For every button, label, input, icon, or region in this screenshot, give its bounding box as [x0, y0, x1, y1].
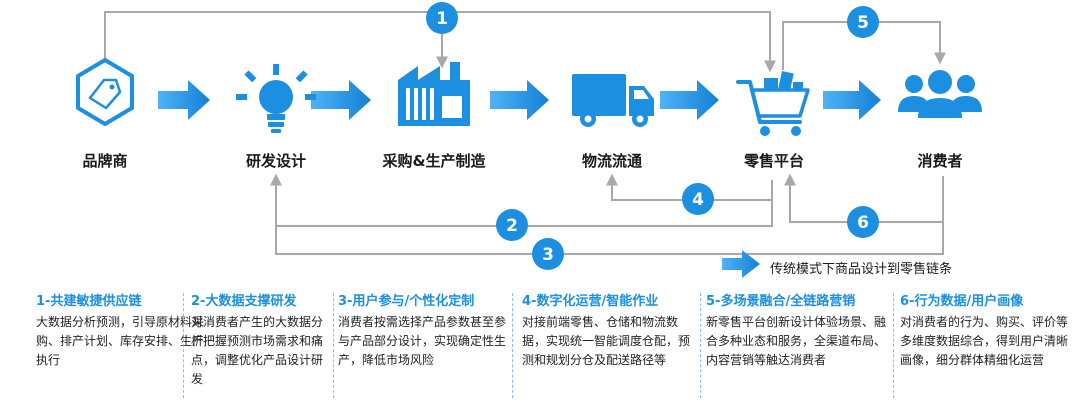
column-6: 6-行为数据/用户画像 对消费者的行为、购买、评价等多维度数据综合，得到用户清晰… [900, 290, 1072, 370]
badge-6: 6 [847, 206, 879, 238]
column-divider [512, 293, 513, 398]
flow-arrow-2 [311, 80, 371, 120]
svg-text:2: 2 [506, 216, 518, 236]
badge-1: 1 [426, 2, 458, 34]
column-desc: 大数据分析预测，引导原材料采购、排产计划、库存安排、生产执行 [36, 315, 205, 367]
connector-3 [275, 176, 944, 255]
svg-text:5: 5 [857, 13, 869, 33]
column-3: 3-用户参与/个性化定制 消费者按需选择产品参数甚至参与产品部分设计，实现确定性… [338, 290, 508, 370]
badge-2: 2 [496, 209, 528, 241]
shopping-cart-icon [736, 70, 810, 136]
column-divider [333, 293, 334, 398]
lightbulb-icon [236, 64, 316, 133]
column-title: 1-共建敏捷供应链 [36, 294, 142, 309]
column-title: 5-多场景融合/全链路营销 [706, 294, 856, 309]
flow-arrow-4 [660, 80, 719, 120]
column-title: 2-大数据支撑研发 [191, 294, 297, 309]
flow-arrow-5 [823, 80, 881, 120]
svg-text:4: 4 [692, 190, 704, 210]
node-label-consumer: 消费者 [917, 152, 963, 170]
column-desc: 对消费者产生的大数据分析把握预测市场需求和痛点，调整优化产品设计研发 [191, 315, 324, 386]
truck-icon [572, 74, 654, 127]
column-divider [893, 293, 894, 398]
svg-text:3: 3 [542, 245, 554, 265]
column-4: 4-数字化运营/智能作业 对接前端零售、仓储和物流数据，实现统一智能调度仓配，预… [522, 290, 694, 370]
column-title: 4-数字化运营/智能作业 [522, 294, 659, 309]
column-5: 5-多场景融合/全链路营销 新零售平台创新设计体验场景、融合多种业态和服务，全渠… [706, 290, 888, 370]
badge-4: 4 [682, 183, 714, 215]
svg-text:6: 6 [857, 213, 869, 233]
node-label-retail: 零售平台 [743, 152, 804, 170]
column-desc: 新零售平台创新设计体验场景、融合多种业态和服务，全渠道布局、内容营销等触达消费者 [706, 315, 887, 367]
legend-arrow [722, 250, 760, 278]
users-icon [898, 70, 982, 118]
badge-5: 5 [847, 6, 879, 38]
node-label-logistics: 物流流通 [581, 152, 642, 170]
column-desc: 对接前端零售、仓储和物流数据，实现统一智能调度仓配，预测和规划分仓及配送路径等 [522, 315, 691, 367]
node-label-rnd: 研发设计 [245, 152, 306, 170]
flow-arrows [158, 80, 881, 278]
badge-3: 3 [532, 238, 564, 270]
node-label-brand: 品牌商 [82, 152, 128, 170]
column-title: 3-用户参与/个性化定制 [338, 294, 475, 309]
flow-arrow-3 [490, 80, 549, 120]
column-divider [183, 293, 184, 398]
svg-text:1: 1 [436, 9, 448, 29]
column-2: 2-大数据支撑研发 对消费者产生的大数据分析把握预测市场需求和痛点，调整优化产品… [191, 290, 331, 389]
flow-arrow-1 [158, 80, 210, 120]
connector-6 [784, 173, 943, 223]
column-title: 6-行为数据/用户画像 [900, 294, 1024, 309]
column-desc: 消费者按需选择产品参数甚至参与产品部分设计，实现确定性生产，降低市场风险 [338, 315, 507, 367]
column-desc: 对消费者的行为、购买、评价等多维度数据综合，得到用户清晰画像，细分群体精细化运营 [900, 315, 1069, 367]
node-label-procurement: 采购&生产制造 [382, 152, 486, 170]
column-divider [700, 293, 701, 398]
legend-label: 传统模式下商品设计到零售链条 [770, 262, 953, 277]
factory-icon [398, 62, 470, 126]
column-1: 1-共建敏捷供应链 大数据分析预测，引导原材料采购、排产计划、库存安排、生产执行 [36, 290, 204, 370]
tag-icon [76, 58, 134, 126]
